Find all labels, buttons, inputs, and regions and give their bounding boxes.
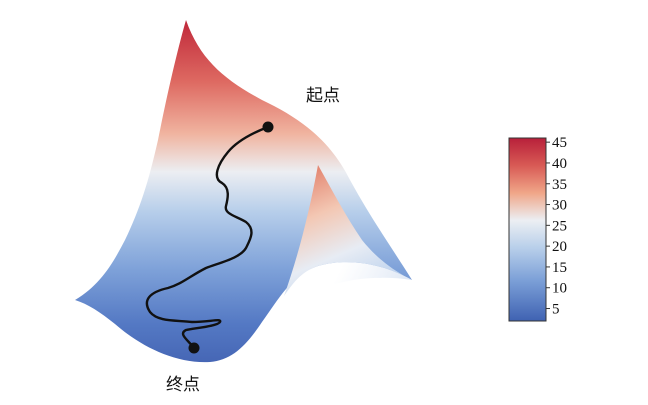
colorbar-tick-label: 20 bbox=[552, 239, 567, 255]
colorbar-fill bbox=[508, 137, 547, 322]
colorbar-tick-label: 30 bbox=[552, 198, 567, 214]
end-label: 终点 bbox=[166, 375, 200, 395]
colorbar-tick-label: 5 bbox=[552, 302, 560, 318]
surface-main bbox=[75, 20, 412, 363]
colorbar-ticks: 45 40 35 30 25 20 15 10 5 bbox=[546, 135, 567, 318]
surface-flap bbox=[284, 165, 412, 296]
colorbar-tick-label: 35 bbox=[552, 177, 567, 193]
trajectory-path bbox=[145, 125, 270, 350]
colorbar-tick-label: 15 bbox=[552, 260, 567, 276]
end-point-marker bbox=[188, 342, 200, 354]
start-point-marker bbox=[262, 121, 274, 133]
colorbar: 45 40 35 30 25 20 15 10 5 bbox=[508, 135, 567, 322]
surface-fold-shade bbox=[262, 262, 412, 325]
colorbar-tick-label: 10 bbox=[552, 281, 567, 297]
colorbar-tick-label: 45 bbox=[552, 135, 567, 151]
colorbar-tick-label: 40 bbox=[552, 156, 567, 172]
start-label: 起点 bbox=[306, 86, 340, 106]
colorbar-tick-label: 25 bbox=[552, 218, 567, 234]
